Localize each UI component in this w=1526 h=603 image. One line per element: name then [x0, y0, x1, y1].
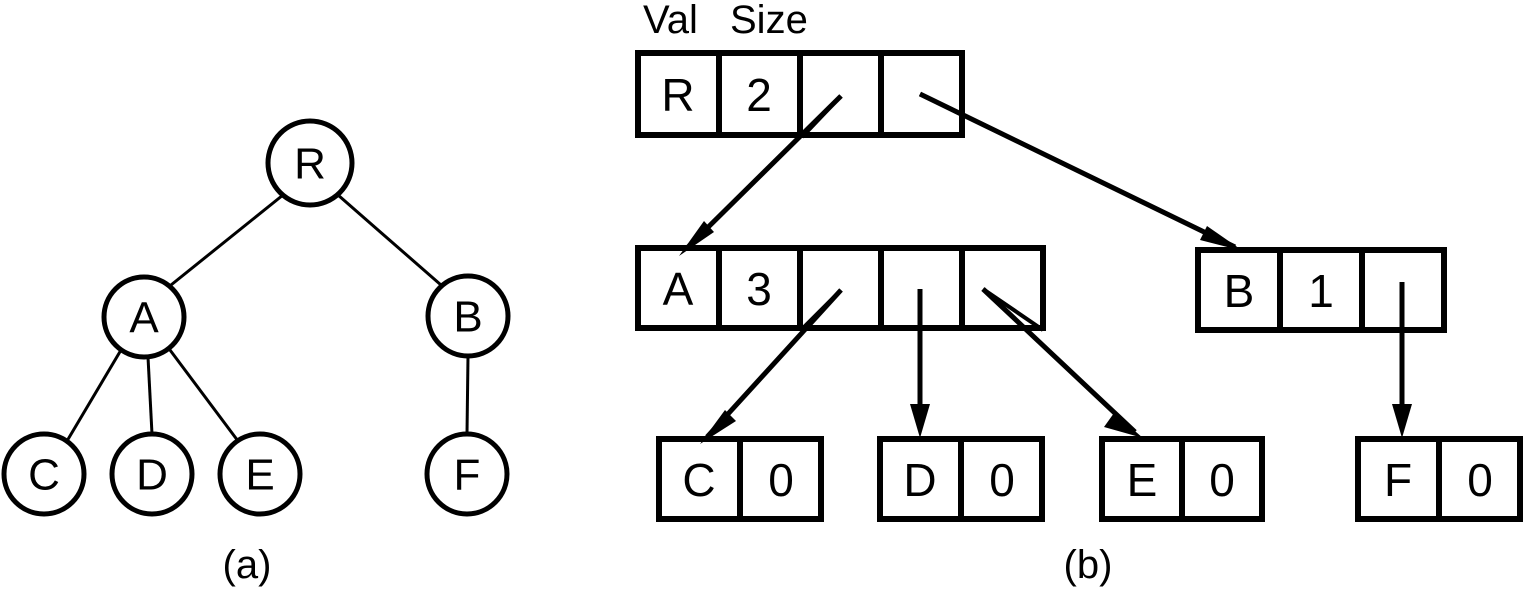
pointer-r1-to-b-line — [918, 91, 1237, 250]
tree-node-a[interactable]: A — [101, 274, 187, 360]
record-d-cell-size — [958, 436, 1045, 522]
tree-node-r-circle — [265, 118, 355, 208]
tree-node-b[interactable]: B — [425, 273, 511, 359]
record-a-cell-pointer-0[interactable] — [797, 245, 884, 331]
record-f[interactable]: F 0 — [1355, 436, 1523, 522]
tree-edge-r-a — [170, 193, 284, 287]
tree-diagram: R A B C D — [1, 118, 511, 517]
record-f-size-text: 0 — [1467, 454, 1493, 506]
record-e-val-text: E — [1127, 454, 1158, 506]
tree-node-e-circle — [217, 431, 303, 517]
column-header-val: Val — [643, 0, 698, 42]
record-c-val-text: C — [682, 454, 715, 506]
tree-node-c[interactable]: C — [1, 431, 87, 517]
record-a-val-text: A — [663, 263, 694, 315]
column-header-size: Size — [730, 0, 808, 42]
tree-node-f[interactable]: F — [424, 431, 510, 517]
record-e-cell-size — [1179, 436, 1265, 522]
record-b-size-text: 1 — [1308, 265, 1334, 317]
pointer-a0-to-c-arrowhead — [700, 410, 736, 444]
tree-node-b-circle — [425, 273, 511, 359]
tree-node-f-circle — [424, 431, 510, 517]
tree-edge-b-f — [465, 355, 470, 435]
record-e-cell-val — [1099, 436, 1185, 522]
tree-edge-a-d — [146, 356, 154, 435]
pointer-b0-to-f-arrowhead — [1392, 404, 1412, 438]
tree-edge-r-b — [337, 193, 442, 287]
tree-node-c-label: C — [28, 451, 60, 500]
record-r-cell-pointer-1[interactable] — [878, 50, 965, 138]
record-c-cell-val — [656, 436, 743, 522]
tree-edges — [65, 193, 470, 442]
tree-node-b-label: B — [453, 293, 482, 342]
caption-a: (a) — [223, 543, 272, 587]
record-a-cell-val — [635, 245, 722, 331]
record-r[interactable]: R 2 — [635, 50, 965, 138]
record-c[interactable]: C 0 — [656, 436, 824, 522]
record-d-size-text: 0 — [989, 454, 1015, 506]
tree-edge-a-c — [65, 349, 123, 442]
pointer-r0-to-a-line — [684, 94, 843, 251]
caption-b: (b) — [1064, 543, 1113, 587]
pointer-a2-to-e-arrowhead — [1104, 413, 1143, 438]
tree-node-e-label: E — [245, 451, 274, 500]
record-a[interactable]: A 3 — [635, 245, 1046, 331]
record-e[interactable]: E 0 — [1099, 436, 1265, 522]
record-b[interactable]: B 1 — [1195, 247, 1447, 333]
record-a-size-text: 3 — [746, 263, 772, 315]
record-b-cell-size — [1277, 247, 1365, 333]
pointer-a0-to-c-line — [705, 288, 843, 439]
record-d-cell-val — [877, 436, 964, 522]
record-b-val-text: B — [1224, 265, 1255, 317]
pointer-a2-to-e-line — [981, 287, 1137, 434]
list-representation-diagram: Val Size R 2 A 3 — [635, 0, 1523, 522]
record-b-cell-val — [1195, 247, 1283, 333]
record-f-cell-size — [1436, 436, 1523, 522]
pointer-arrows — [679, 91, 1412, 444]
tree-node-a-circle — [101, 274, 187, 360]
pointer-a1-to-d-arrowhead — [910, 404, 930, 438]
tree-node-d-label: D — [136, 451, 168, 500]
tree-node-f-label: F — [454, 451, 481, 500]
tree-node-r-label: R — [294, 140, 326, 189]
record-d[interactable]: D 0 — [877, 436, 1045, 522]
tree-node-a-label: A — [129, 294, 159, 343]
tree-node-e[interactable]: E — [217, 431, 303, 517]
pointer-r0-to-a-arrowhead — [679, 221, 714, 256]
record-c-size-text: 0 — [768, 454, 794, 506]
record-c-cell-size — [737, 436, 824, 522]
tree-node-c-circle — [1, 431, 87, 517]
record-r-val-text: R — [661, 69, 694, 121]
record-d-val-text: D — [903, 454, 936, 506]
record-f-val-text: F — [1384, 454, 1412, 506]
tree-edge-a-e — [168, 349, 240, 442]
record-r-size-text: 2 — [746, 69, 772, 121]
record-f-cell-val — [1355, 436, 1442, 522]
tree-node-d[interactable]: D — [109, 431, 195, 517]
record-a-cell-pointer-2[interactable] — [959, 245, 1046, 331]
pointer-r1-to-b-arrowhead — [1200, 226, 1243, 251]
record-e-size-text: 0 — [1209, 454, 1235, 506]
tree-node-r[interactable]: R — [265, 118, 355, 208]
tree-node-d-circle — [109, 431, 195, 517]
